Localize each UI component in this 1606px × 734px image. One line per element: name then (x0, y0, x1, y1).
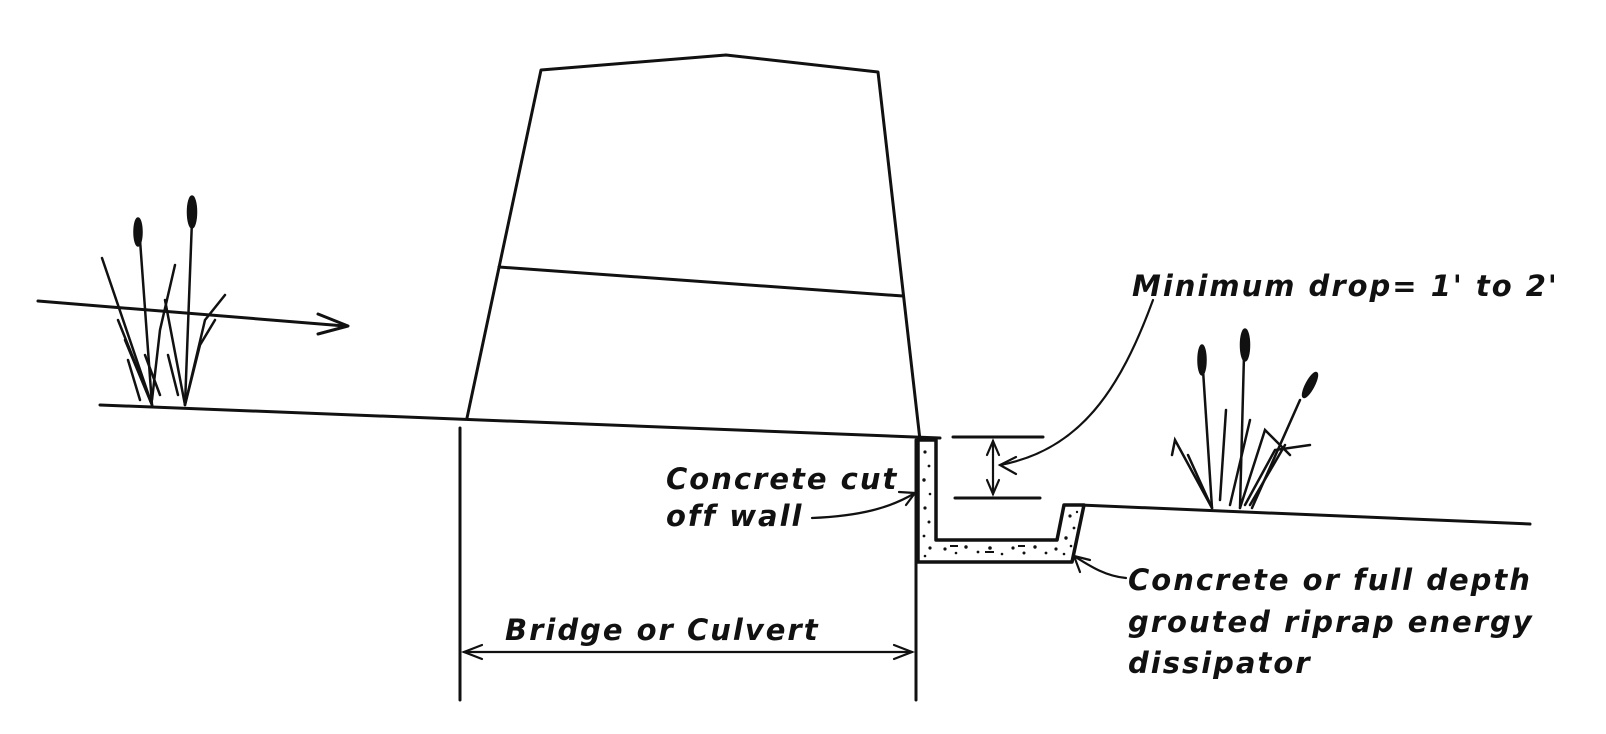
minimum-drop-leader (997, 298, 1155, 476)
minimum-drop-label: Minimum drop= 1' to 2' (1132, 269, 1559, 303)
embankment-outline (465, 53, 922, 442)
cutoff-wall-and-dissipator (916, 438, 1086, 564)
downstream-ground-line (1078, 503, 1532, 526)
concrete-stipple (922, 450, 1079, 558)
bridge-span-label: Bridge or Culvert (505, 613, 820, 647)
cattail-plant-icon (100, 195, 227, 407)
dissipator-label-line2: grouted riprap energy (1128, 605, 1534, 639)
embankment-layer-line (497, 265, 905, 298)
dissipator-leader (1072, 554, 1128, 580)
upstream-ground-line (98, 403, 942, 440)
arrow-right-icon (36, 299, 350, 336)
cattail-plant-icon (1170, 328, 1319, 510)
minimum-drop-dimension (951, 435, 1045, 500)
bridge-span-dimension (460, 643, 916, 661)
cutoff-wall-label-line2: off wall (666, 499, 804, 533)
dissipator-label-line1: Concrete or full depth (1128, 563, 1532, 597)
cutoff-wall-label-line1: Concrete cut (666, 462, 898, 496)
dissipator-label-line3: dissipator (1128, 646, 1312, 680)
cutoff-wall-leader (810, 490, 918, 520)
